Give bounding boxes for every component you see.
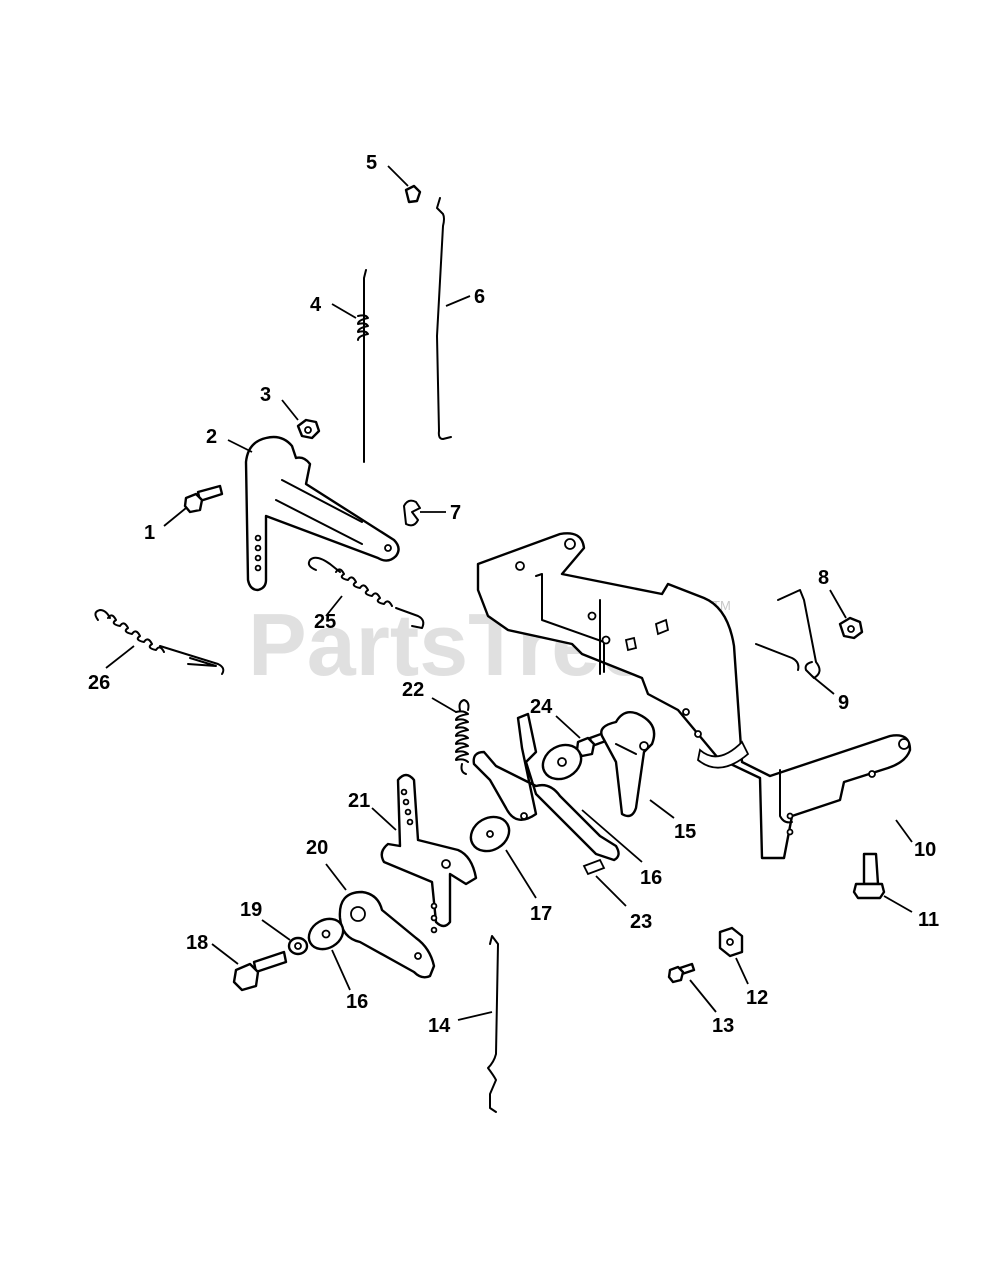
callout-7: 7 [450, 502, 461, 524]
callout-2: 2 [206, 426, 217, 448]
callout-25: 25 [314, 611, 336, 633]
callout-19: 19 [240, 899, 262, 921]
part-5-clip [404, 184, 422, 204]
callout-13: 13 [712, 1015, 734, 1037]
callout-15: 15 [674, 821, 696, 843]
part-21-bracket [380, 773, 478, 934]
part-22-small-spring [455, 699, 470, 775]
part-8-nut [838, 616, 864, 640]
callout-4: 4 [310, 294, 322, 316]
callout-20: 20 [306, 837, 328, 859]
part-15-lever-arm [600, 711, 656, 818]
callout-labels: 5 6 4 3 2 1 7 8 9 10 11 12 13 14 15 16 1… [88, 152, 939, 1037]
callout-9: 9 [838, 692, 849, 714]
part-19-small-washer [287, 936, 309, 956]
callout-8: 8 [818, 567, 829, 589]
part-11-flange-bolt [852, 852, 886, 900]
part-7-clip [403, 499, 421, 527]
callout-18: 18 [186, 932, 208, 954]
part-12-clip-nut [718, 926, 744, 958]
part-18-bolt [232, 950, 288, 992]
part-16-upper-washer [541, 743, 583, 781]
part-20-lever-plate [338, 890, 436, 979]
callout-12: 12 [746, 987, 768, 1009]
part-25-spring [307, 556, 425, 629]
callout-16-upper: 16 [640, 867, 662, 889]
part-23-lever [472, 712, 620, 876]
part-26-long-spring [94, 609, 225, 675]
part-1-screw [183, 484, 224, 514]
callout-6: 6 [474, 286, 485, 308]
callout-22: 22 [402, 679, 424, 701]
callout-23: 23 [630, 911, 652, 933]
part-4-spring-rod [357, 269, 369, 463]
callout-17: 17 [530, 903, 552, 925]
leader-lines [105, 165, 913, 1021]
callout-21: 21 [348, 790, 370, 812]
callout-10: 10 [914, 839, 936, 861]
part-2-control-lever [244, 435, 400, 592]
part-14-rod [487, 935, 499, 1113]
callout-5: 5 [366, 152, 377, 174]
part-16-lower-washer [307, 917, 345, 951]
callout-1: 1 [144, 522, 155, 544]
part-13-screw [667, 962, 696, 984]
callout-16-lower: 16 [346, 991, 368, 1013]
callout-14: 14 [428, 1015, 451, 1037]
callout-26: 26 [88, 672, 110, 694]
part-3-nut [296, 418, 321, 440]
callout-24: 24 [530, 696, 553, 718]
part-10-main-bracket [476, 532, 912, 860]
part-9-spring-clip [755, 589, 821, 679]
part-6-link-rod [436, 197, 452, 440]
callout-3: 3 [260, 384, 271, 406]
part-17-washer [469, 815, 511, 853]
callout-11: 11 [918, 909, 939, 931]
